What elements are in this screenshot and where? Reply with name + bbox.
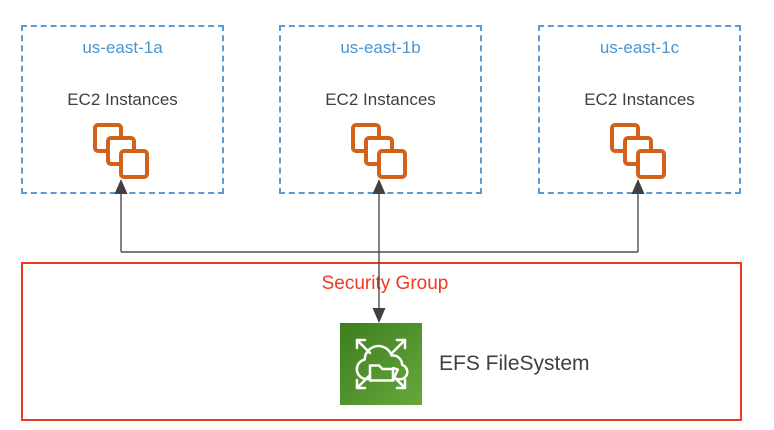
ec2-instances-label: EC2 Instances <box>325 90 436 109</box>
security-group-box <box>21 262 742 421</box>
efs-cloud-outline <box>355 344 409 381</box>
az-box-us-east-1c: us-east-1c EC2 Instances <box>538 25 741 194</box>
efs-icon-background <box>340 323 422 405</box>
security-group-label: Security Group <box>321 273 449 294</box>
efs-folder <box>368 364 395 382</box>
az-box-us-east-1a: us-east-1a EC2 Instances <box>21 25 224 194</box>
efs-arrow-bottom-left <box>355 373 372 390</box>
ec2-instances-label: EC2 Instances <box>67 90 178 109</box>
az-label: us-east-1c <box>599 38 680 57</box>
efs-arrow-top-right <box>390 338 407 355</box>
ec2-instances-label: EC2 Instances <box>584 90 695 109</box>
efs-folder-page <box>391 366 400 382</box>
ec2-instances-stack-icon <box>610 123 666 179</box>
az-label: us-east-1a <box>82 38 163 57</box>
instance-square <box>119 149 149 179</box>
az-box-us-east-1b: us-east-1b EC2 Instances <box>279 25 482 194</box>
efs-filesystem-label: EFS FileSystem <box>439 352 590 375</box>
ec2-instances-stack-icon <box>351 123 407 179</box>
instance-square <box>377 149 407 179</box>
efs-cloud-folder-icon <box>340 323 422 405</box>
efs-filesystem: EFS FileSystem <box>340 323 590 405</box>
az-label: us-east-1b <box>340 38 421 57</box>
instance-square <box>636 149 666 179</box>
ec2-instances-stack-icon <box>93 123 149 179</box>
